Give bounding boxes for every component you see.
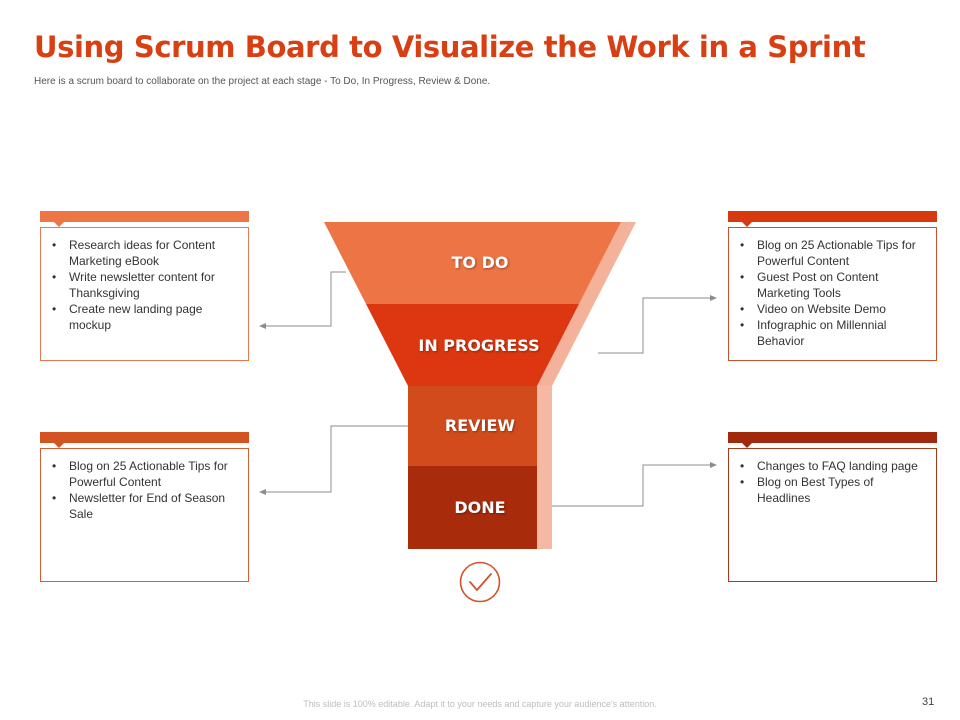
stage-label-todo: TO DO	[451, 253, 509, 272]
arrowhead-in-progress	[710, 295, 717, 301]
card-header-bar	[40, 432, 249, 443]
slide-subtitle: Here is a scrum board to collaborate on …	[34, 76, 491, 87]
connector-todo	[265, 271, 346, 327]
arrowhead-done	[710, 462, 717, 468]
task-item: Research ideas for Content Marketing eBo…	[52, 237, 234, 269]
stage-label-review: REVIEW	[444, 416, 516, 435]
todo-task-card: Research ideas for Content Marketing eBo…	[40, 211, 249, 361]
in-progress-task-card: Blog on 25 Actionable Tips for Powerful …	[728, 211, 937, 361]
stage-in-progress-shape	[366, 304, 579, 386]
task-item: Video on Website Demo	[740, 301, 922, 317]
card-body: Research ideas for Content Marketing eBo…	[40, 227, 249, 361]
slide-title: Using Scrum Board to Visualize the Work …	[34, 30, 866, 64]
done-task-card: Changes to FAQ landing page Blog on Best…	[728, 432, 937, 582]
task-item: Changes to FAQ landing page	[740, 458, 922, 474]
task-list: Blog on 25 Actionable Tips for Powerful …	[729, 228, 936, 349]
task-item: Create new landing page mockup	[52, 301, 234, 333]
connector-in-progress	[598, 297, 711, 354]
connector-done	[552, 464, 711, 507]
card-body: Changes to FAQ landing page Blog on Best…	[728, 448, 937, 582]
card-notch	[54, 222, 64, 227]
task-item: Blog on 25 Actionable Tips for Powerful …	[52, 458, 234, 490]
task-item: Blog on 25 Actionable Tips for Powerful …	[740, 237, 922, 269]
task-list: Research ideas for Content Marketing eBo…	[41, 228, 248, 333]
funnel-shadow-top	[537, 222, 636, 386]
page-number: 31	[922, 696, 935, 708]
stage-label-done: DONE	[454, 498, 506, 517]
connector-review	[265, 425, 408, 493]
task-item: Guest Post on Content Marketing Tools	[740, 269, 922, 301]
card-header-bar	[728, 211, 937, 222]
arrowhead-todo	[259, 323, 266, 329]
card-body: Blog on 25 Actionable Tips for Powerful …	[40, 448, 249, 582]
task-item: Blog on Best Types of Headlines	[740, 474, 922, 506]
stage-label-in-progress: IN PROGRESS	[418, 336, 540, 355]
stage-todo-shape	[324, 222, 621, 304]
card-notch	[742, 222, 752, 227]
task-item: Newsletter for End of Season Sale	[52, 490, 234, 522]
task-list: Blog on 25 Actionable Tips for Powerful …	[41, 449, 248, 522]
stage-done-shape	[408, 466, 537, 549]
task-item: Infographic on Millennial Behavior	[740, 317, 922, 349]
card-notch	[742, 443, 752, 448]
card-body: Blog on 25 Actionable Tips for Powerful …	[728, 227, 937, 361]
stage-review-shape	[408, 386, 537, 466]
card-header-bar	[40, 211, 249, 222]
task-item: Write newsletter content for Thanksgivin…	[52, 269, 234, 301]
task-list: Changes to FAQ landing page Blog on Best…	[729, 449, 936, 506]
review-task-card: Blog on 25 Actionable Tips for Powerful …	[40, 432, 249, 582]
funnel-shadow-stem	[537, 386, 552, 549]
check-circle-icon	[459, 561, 501, 603]
slide-footer-note: This slide is 100% editable. Adapt it to…	[303, 699, 657, 709]
card-notch	[54, 443, 64, 448]
card-header-bar	[728, 432, 937, 443]
arrowhead-review	[259, 489, 266, 495]
